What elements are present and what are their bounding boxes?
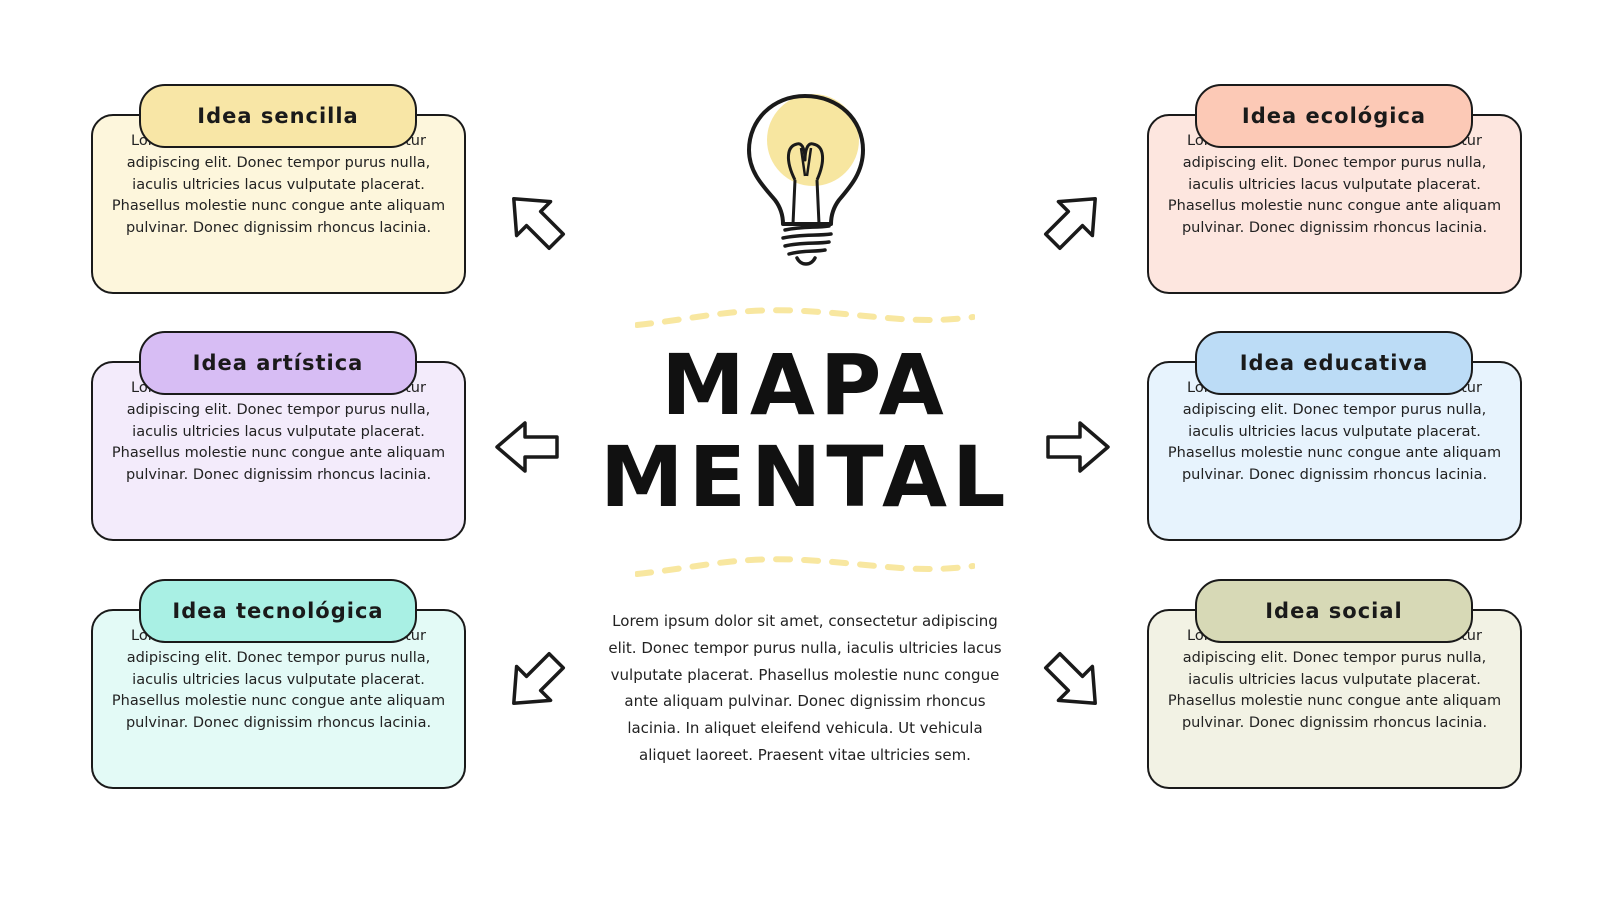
arrow-down-right-icon [1043, 651, 1097, 705]
arrow-down-left-icon [512, 651, 566, 705]
card-idea-artistica: Lorem ipsum dolor sit amet, consectetur … [91, 331, 466, 541]
title-line-2: MENTAL [600, 428, 1011, 526]
card-title: Idea educativa [1195, 331, 1473, 395]
arrow-right-icon [1046, 421, 1110, 473]
lightbulb-icon [747, 94, 865, 266]
title-line-1: MAPA [661, 336, 949, 434]
card-idea-sencilla: Lorem ipsum dolor sit amet, consectetur … [91, 84, 466, 294]
wavy-dash-top [635, 307, 975, 328]
card-title: Idea sencilla [139, 84, 417, 148]
card-title: Idea ecológica [1195, 84, 1473, 148]
card-title: Idea social [1195, 579, 1473, 643]
card-idea-educativa: Lorem ipsum dolor sit amet, consectetur … [1147, 331, 1522, 541]
card-text: Lorem ipsum dolor sit amet, consectetur … [1167, 133, 1502, 237]
arrow-up-right-icon [1043, 197, 1097, 251]
arrow-up-left-icon [512, 197, 566, 251]
card-idea-social: Lorem ipsum dolor sit amet, consectetur … [1147, 579, 1522, 789]
arrow-left-icon [495, 421, 559, 473]
card-title: Idea tecnológica [139, 579, 417, 643]
wavy-dash-bottom [635, 556, 975, 577]
card-idea-tecnologica: Lorem ipsum dolor sit amet, consectetur … [91, 579, 466, 789]
center-description: Lorem ipsum dolor sit amet, consectetur … [608, 612, 1002, 764]
card-title: Idea artística [139, 331, 417, 395]
card-idea-ecologica: Lorem ipsum dolor sit amet, consectetur … [1147, 84, 1522, 294]
